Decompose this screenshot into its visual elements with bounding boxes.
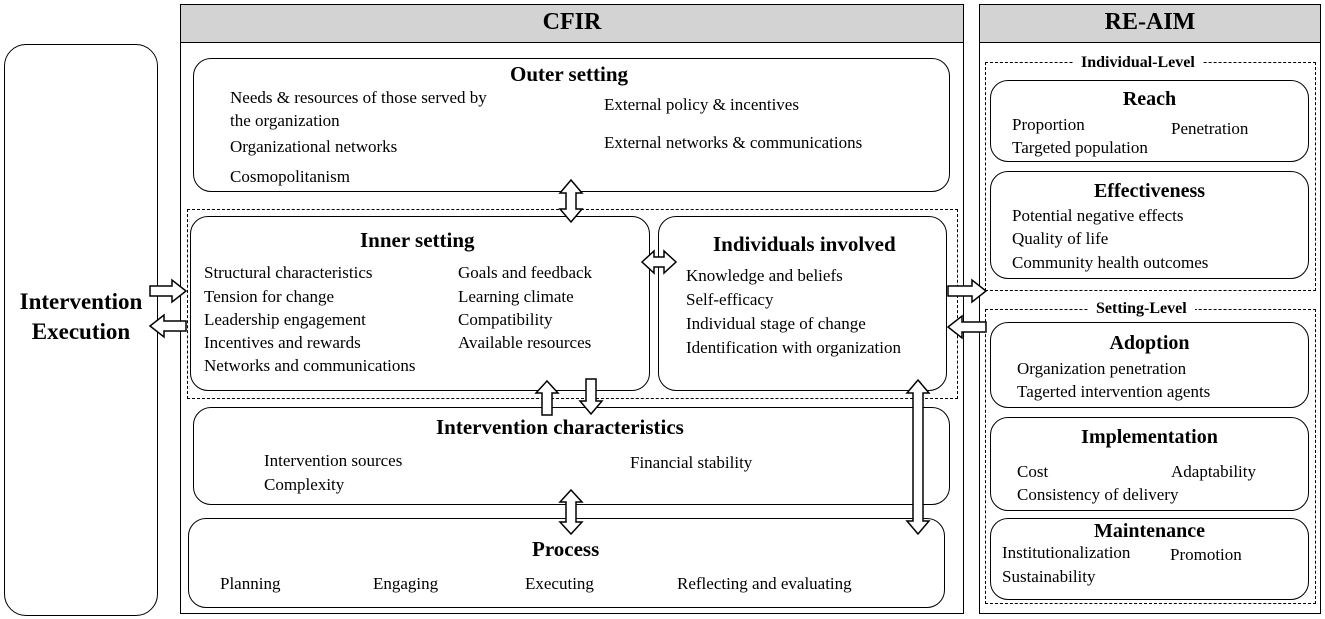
intervention-execution-label: Intervention Execution: [4, 287, 158, 347]
inner-item: Compatibility: [458, 310, 553, 329]
setting-level-label: Setting-Level: [1088, 300, 1195, 318]
cfir-to-reaim-arrow: [947, 278, 988, 304]
inner-setting-title: Inner setting: [360, 228, 475, 252]
cfir-frame: CFIR: [180, 4, 964, 614]
individual-level-label: Individual-Level: [1073, 54, 1203, 72]
intervention-item: Intervention sources: [264, 451, 403, 470]
implementation-item: Consistency of delivery: [1017, 485, 1179, 504]
inner-setting-box: [190, 216, 650, 391]
implementation-box: [990, 417, 1309, 511]
reach-item: Penetration: [1171, 119, 1249, 138]
adoption-title: Adoption: [1109, 332, 1190, 354]
individuals-involved-box: [658, 216, 947, 391]
inner-item: Tension for change: [204, 287, 335, 306]
implementation-item: Adaptability: [1171, 462, 1256, 481]
intervention-inner-up-arrow: [534, 379, 560, 416]
individuals-item: Identification with organization: [686, 338, 901, 357]
adoption-box: [990, 322, 1309, 408]
individuals-item: Self-efficacy: [686, 290, 774, 309]
outer-inner-arrow: [558, 178, 584, 224]
inner-item: Goals and feedback: [458, 263, 593, 282]
effectiveness-item: Potential negative effects: [1012, 206, 1184, 225]
effectiveness-item: Quality of life: [1012, 229, 1109, 248]
reaim-title: RE-AIM: [980, 5, 1320, 43]
outer-item: the organization: [230, 111, 340, 130]
intervention-characteristics-title: Intervention characteristics: [436, 415, 684, 439]
individuals-involved-title: Individuals involved: [713, 232, 896, 256]
maintenance-item: Sustainability: [1002, 567, 1096, 586]
intervention-item: Complexity: [264, 475, 345, 494]
maintenance-title: Maintenance: [1093, 520, 1206, 542]
inner-item: Structural characteristics: [204, 263, 373, 282]
outer-setting-title: Outer setting: [510, 62, 629, 86]
intervention-item: Financial stability: [630, 453, 753, 472]
outer-item: Cosmopolitanism: [230, 167, 350, 186]
inner-item: Available resources: [458, 333, 592, 352]
inner-item: Networks and communications: [204, 356, 416, 375]
inner-item: Learning climate: [458, 287, 574, 306]
intervention-execution-line1: Intervention: [19, 289, 143, 314]
outer-item: External networks & communications: [604, 133, 863, 152]
effectiveness-box: [990, 171, 1309, 279]
implementation-item: Cost: [1017, 462, 1049, 481]
process-title: Process: [532, 537, 600, 561]
adoption-item: Organization penetration: [1017, 359, 1187, 378]
execution-to-cfir-arrow: [149, 278, 188, 304]
implementation-title: Implementation: [1081, 426, 1218, 448]
intervention-process-arrow: [558, 488, 584, 536]
maintenance-box: [990, 518, 1309, 600]
intervention-execution-line2: Execution: [31, 319, 131, 344]
individuals-item: Individual stage of change: [686, 314, 866, 333]
inner-item: Incentives and rewards: [204, 333, 361, 352]
reaim-frame: RE-AIM: [979, 4, 1321, 614]
process-box: [188, 518, 945, 608]
process-item: Planning: [220, 574, 281, 593]
outer-item: Needs & resources of those served by: [230, 88, 487, 107]
individuals-item: Knowledge and beliefs: [686, 266, 843, 285]
effectiveness-item: Community health outcomes: [1012, 253, 1209, 272]
individuals-process-arrow: [905, 378, 931, 536]
inner-intervention-down-arrow: [578, 378, 604, 416]
effectiveness-title: Effectiveness: [1093, 180, 1206, 202]
reach-title: Reach: [1122, 88, 1177, 110]
reach-item: Targeted population: [1012, 138, 1148, 157]
maintenance-item: Promotion: [1170, 545, 1242, 564]
reaim-to-cfir-arrow: [946, 314, 987, 340]
cfir-title: CFIR: [181, 5, 963, 43]
inner-individuals-arrow: [640, 249, 678, 275]
process-item: Reflecting and evaluating: [677, 574, 852, 593]
reach-item: Proportion: [1012, 115, 1085, 134]
adoption-item: Tagerted intervention agents: [1017, 382, 1211, 401]
process-item: Executing: [525, 574, 594, 593]
reach-box: [990, 80, 1309, 162]
process-item: Engaging: [373, 574, 439, 593]
maintenance-item: Institutionalization: [1002, 543, 1131, 562]
inner-item: Leadership engagement: [204, 310, 366, 329]
outer-item: External policy & incentives: [604, 95, 799, 114]
intervention-execution-box: [4, 44, 158, 616]
outer-item: Organizational networks: [230, 137, 398, 156]
cfir-to-execution-arrow: [148, 313, 187, 339]
